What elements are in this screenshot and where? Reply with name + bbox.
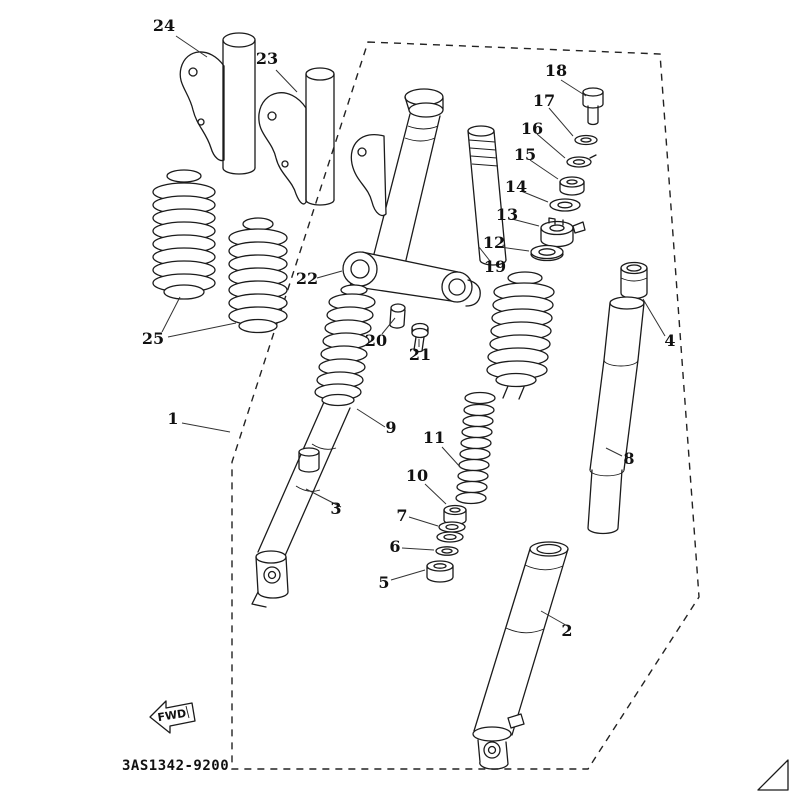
part-label-18: 18 <box>545 61 567 80</box>
part-label-8: 8 <box>623 449 634 468</box>
part-5-seal-cup <box>426 560 454 583</box>
part-19-inner-tube <box>467 125 507 266</box>
diagram-code: 3AS1342-9200 <box>122 758 229 774</box>
part-9-dust-boot <box>314 284 376 407</box>
part-label-25: 25 <box>142 329 164 348</box>
part-12-bearing <box>530 244 564 262</box>
part-24-cover <box>179 32 256 175</box>
part-3-fork-tube <box>251 401 351 608</box>
page-corner-icon <box>757 759 789 791</box>
part-22-under-bracket <box>342 251 481 307</box>
part-label-16: 16 <box>521 119 543 138</box>
part-14-washer <box>549 198 581 212</box>
part-label-13: 13 <box>496 205 518 224</box>
part-label-5: 5 <box>378 573 389 592</box>
part-label-24: 24 <box>153 16 175 35</box>
part-18-cap-bolt <box>582 87 604 126</box>
part-label-23: 23 <box>256 49 278 68</box>
part-label-17: 17 <box>533 91 555 110</box>
part-label-2: 2 <box>561 621 572 640</box>
part-label-15: 15 <box>514 145 536 164</box>
part-label-4: 4 <box>664 331 675 350</box>
part-label-12: 12 <box>483 233 505 252</box>
right-fork-dust-boot <box>486 271 555 400</box>
part-2-outer-tube <box>472 541 569 770</box>
part-13-ring-nut <box>540 217 586 248</box>
part-label-10: 10 <box>406 466 428 485</box>
part-label-19: 19 <box>484 257 506 276</box>
part-6-washer <box>435 546 459 556</box>
guide-collar <box>298 447 320 473</box>
part-label-9: 9 <box>385 418 396 437</box>
part-20-bolt <box>389 303 406 329</box>
part-label-22: 22 <box>296 269 318 288</box>
part-17-washer <box>574 134 598 146</box>
steering-stem-assembly <box>350 88 444 261</box>
part-1-boundary <box>231 41 700 770</box>
part-label-7: 7 <box>396 506 407 525</box>
part-16-lock-washer <box>566 154 597 168</box>
fwd-label: FWD <box>157 707 187 724</box>
part-label-1: 1 <box>167 409 178 428</box>
part-11-spring <box>455 391 496 505</box>
part-4-bushing <box>620 261 648 300</box>
part-10-spring-seat <box>443 504 467 526</box>
part-15-nut <box>559 176 585 196</box>
fwd-arrow: FWD <box>149 700 196 734</box>
leader-lines <box>161 35 666 629</box>
part-25-boots <box>152 169 288 334</box>
part-23-cover <box>258 67 335 206</box>
part-label-20: 20 <box>365 331 387 350</box>
part-label-11: 11 <box>423 428 445 447</box>
part-label-14: 14 <box>505 177 527 196</box>
part-label-3: 3 <box>330 499 341 518</box>
part-label-6: 6 <box>389 537 400 556</box>
part-label-21: 21 <box>409 345 431 364</box>
part-7-washers <box>436 521 466 543</box>
part-8-outer-tube <box>587 296 645 535</box>
part-21-bolt <box>411 322 429 353</box>
